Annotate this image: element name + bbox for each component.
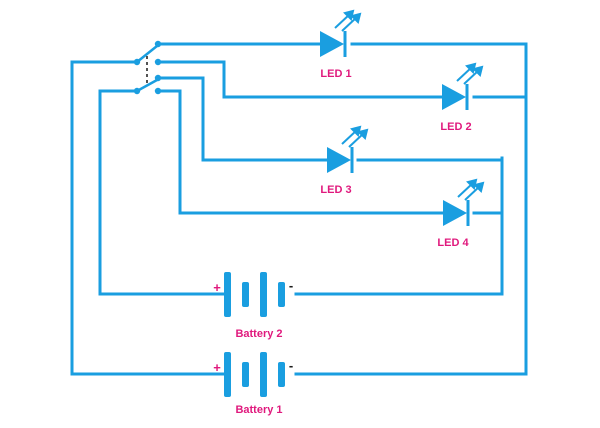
battery-1: [224, 352, 285, 397]
wires: [70, 42, 528, 376]
battery-2-plus: +: [213, 280, 221, 295]
led-4: [443, 178, 485, 226]
led-1-label: LED 1: [320, 68, 351, 80]
led-3-label: LED 3: [320, 184, 351, 196]
led-2-label: LED 2: [440, 121, 471, 133]
battery-2-label: Battery 2: [235, 328, 282, 340]
led-2: [442, 62, 484, 110]
battery-1-minus: -: [289, 358, 293, 373]
led-1: [320, 9, 362, 57]
battery-2: [224, 272, 285, 317]
battery-1-plus: +: [213, 360, 221, 375]
dpdt-switch-icon: [133, 40, 162, 95]
battery-2-minus: -: [289, 278, 293, 293]
led-3: [327, 125, 369, 173]
led-4-label: LED 4: [437, 237, 469, 249]
wire-outer-left: [70, 60, 226, 376]
wire-battery1-right: [294, 42, 528, 376]
wire-battery2-right: [294, 156, 504, 296]
wire-led2-rail: [156, 60, 528, 99]
battery-1-label: Battery 1: [235, 404, 282, 416]
wire-inner-left: [98, 89, 226, 296]
wire-led3-rail: [156, 76, 504, 162]
wire-led4-rail: [156, 89, 504, 215]
